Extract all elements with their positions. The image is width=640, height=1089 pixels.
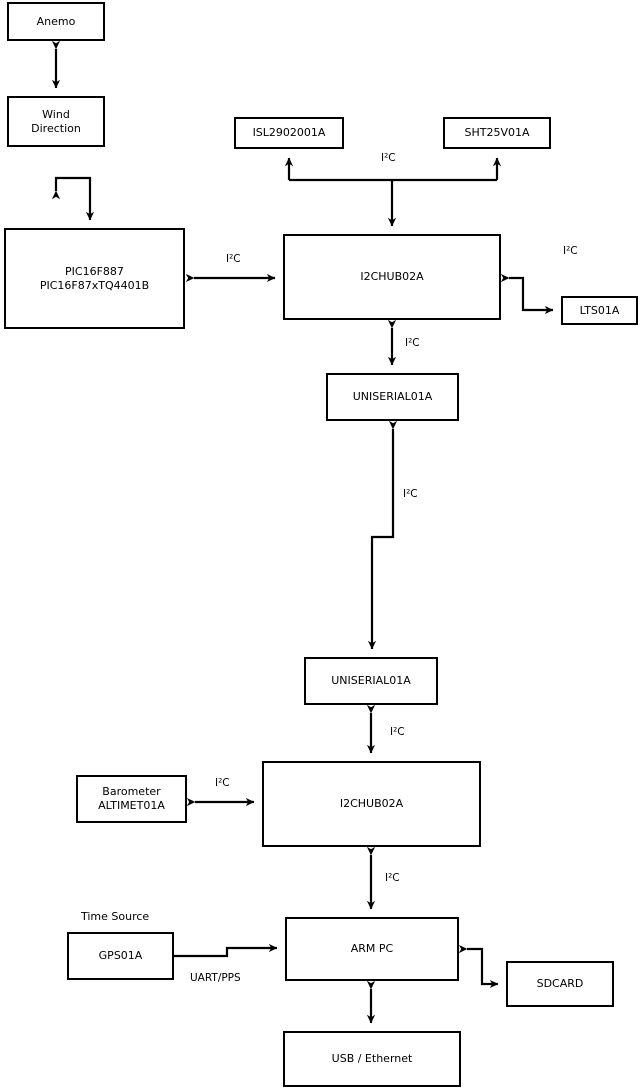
wire-label-gps-armpc: UART/PPS <box>190 972 241 984</box>
wire-label-hub-lts: I²C <box>563 245 578 257</box>
node-i2chub02a-bottom-label: I2CHUB02A <box>339 797 404 811</box>
node-uniserial01a-bottom[interactable]: UNISERIAL01A <box>304 657 438 705</box>
node-gps01a-label: GPS01A <box>98 949 143 963</box>
node-sht25v01a-label: SHT25V01A <box>464 126 530 140</box>
node-i2chub02a-top[interactable]: I2CHUB02A <box>283 234 501 320</box>
node-lts01a[interactable]: LTS01A <box>561 296 638 325</box>
node-gps01a[interactable]: GPS01A <box>67 932 174 980</box>
connector-wind-pic <box>51 176 95 221</box>
node-arm-pc-label: ARM PC <box>350 942 394 956</box>
wire-label-pic-hub: I²C <box>226 253 241 265</box>
node-isl2902001a-label: ISL2902001A <box>252 126 326 140</box>
wire-label-barometer-hub2: I²C <box>215 777 230 789</box>
node-usb-ethernet[interactable]: USB / Ethernet <box>283 1031 461 1087</box>
wire-label-hub-uniserial: I²C <box>405 337 420 349</box>
node-uniserial01a-top[interactable]: UNISERIAL01A <box>326 373 459 421</box>
node-anemo[interactable]: Anemo <box>7 2 105 41</box>
connector-armpc-sdcard <box>458 944 499 989</box>
node-arm-pc[interactable]: ARM PC <box>285 917 459 981</box>
wire-label-hub2-armpc: I²C <box>385 872 400 884</box>
wire-label-uniserial-link: I²C <box>403 488 418 500</box>
connector-gps-armpc <box>174 943 278 958</box>
node-isl2902001a[interactable]: ISL2902001A <box>234 117 344 149</box>
connector-hub-lts <box>500 273 554 315</box>
connector-uniserial-link <box>367 420 398 650</box>
node-i2chub02a-top-label: I2CHUB02A <box>360 270 424 284</box>
node-usb-ethernet-label: USB / Ethernet <box>331 1052 413 1066</box>
node-sht25v01a[interactable]: SHT25V01A <box>443 117 551 149</box>
label-time-source: Time Source <box>81 910 150 923</box>
node-i2chub02a-bottom[interactable]: I2CHUB02A <box>262 761 481 847</box>
node-anemo-label: Anemo <box>36 14 76 28</box>
node-sdcard-label: SDCARD <box>536 977 584 991</box>
node-sdcard[interactable]: SDCARD <box>506 961 614 1007</box>
node-uniserial01a-top-label: UNISERIAL01A <box>352 390 433 404</box>
wire-label-isl-sht-bus: I²C <box>381 152 396 164</box>
node-lts01a-label: LTS01A <box>579 303 620 317</box>
node-uniserial01a-bottom-label: UNISERIAL01A <box>331 674 411 688</box>
wire-label-uniserial-hub2: I²C <box>390 726 405 738</box>
